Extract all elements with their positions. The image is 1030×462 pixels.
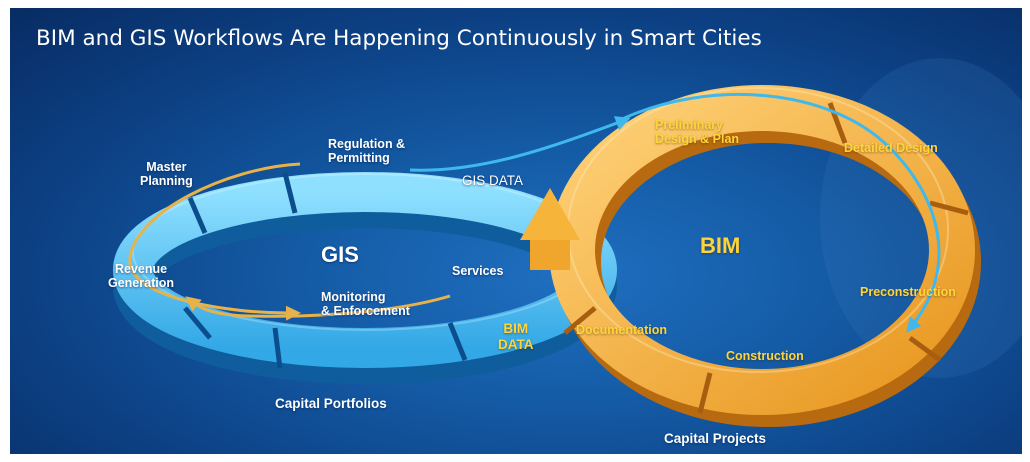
gis-data-label: GIS DATA xyxy=(462,173,524,188)
services-label: Services xyxy=(452,264,504,278)
bim-ring xyxy=(549,85,981,427)
bim-data-label: BIM DATA xyxy=(498,321,534,352)
page-title: BIM and GIS Workflows Are Happening Cont… xyxy=(36,26,762,51)
diagram-artwork xyxy=(113,58,1022,427)
preliminary-design-label: Preliminary Design & Plan xyxy=(655,118,739,147)
master-label-line1: Master xyxy=(146,160,187,174)
bim-segment-gap xyxy=(697,372,713,414)
gis-segment-gap xyxy=(187,197,208,234)
gis-segment-gap xyxy=(183,306,212,340)
regulation-permitting-label: Regulation & Permitting xyxy=(328,137,405,166)
gis-center-label: GIS xyxy=(321,242,359,267)
monitoring-label-line1: Monitoring xyxy=(321,290,386,304)
gis-segment-gap xyxy=(282,172,298,214)
preconstruction-label: Preconstruction xyxy=(860,285,956,299)
bim-segment-gap xyxy=(929,200,969,216)
preliminary-label-line2: Design & Plan xyxy=(655,132,740,147)
diagram-panel: BIM and GIS Workflows Are Happening Cont… xyxy=(10,8,1022,454)
monitoring-label-line2: & Enforcement xyxy=(321,304,410,319)
capital-projects-label: Capital Projects xyxy=(664,431,767,446)
bim-data-label-line1: BIM xyxy=(503,321,529,336)
exchange-arrow-head xyxy=(520,188,580,240)
bim-center-label: BIM xyxy=(700,233,741,258)
documentation-label: Documentation xyxy=(576,323,667,337)
bim-data-label-line2: DATA xyxy=(498,336,534,352)
bim-flow-arrow xyxy=(619,92,941,333)
gis-flow-arrow xyxy=(128,162,301,321)
regulation-label-line2: Permitting xyxy=(328,151,390,166)
bim-ring-top xyxy=(549,85,975,415)
master-label-line2: Planning xyxy=(140,174,193,189)
monitoring-flow-arrow xyxy=(185,294,451,318)
revenue-label-line2: Generation xyxy=(108,276,174,291)
bim-segment-gap xyxy=(908,335,942,363)
regulation-label-line1: Regulation & xyxy=(328,137,406,151)
monitoring-enforcement-label: Monitoring & Enforcement xyxy=(321,290,410,319)
revenue-generation-label: Revenue Generation xyxy=(108,262,174,291)
master-planning-label: Master Planning xyxy=(140,160,193,189)
gis-segment-gap xyxy=(272,327,283,369)
construction-label: Construction xyxy=(726,349,804,363)
bim-segment-gap xyxy=(563,306,597,335)
gis-segment-gap xyxy=(447,322,468,361)
gis-data-arrow xyxy=(409,116,631,172)
exchange-arrow-shaft xyxy=(530,238,570,270)
preliminary-label-line1: Preliminary xyxy=(655,118,724,132)
capital-portfolios-label: Capital Portfolios xyxy=(275,396,387,411)
bim-segment-gap xyxy=(827,102,848,144)
revenue-label-line1: Revenue xyxy=(114,262,168,276)
detailed-design-label: Detailed Design xyxy=(844,141,938,155)
